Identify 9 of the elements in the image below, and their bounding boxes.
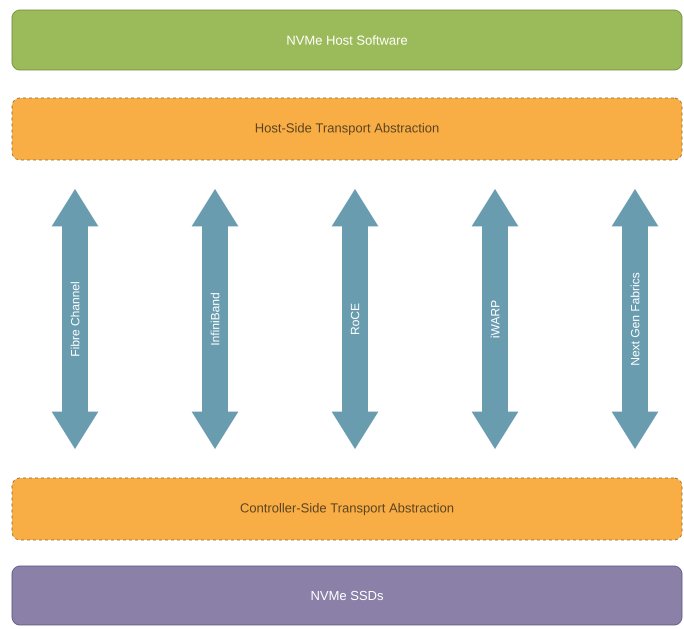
edge-label: Fibre Channel bbox=[70, 280, 80, 358]
edge-label: InfiniBand bbox=[210, 291, 220, 347]
edge-label: RoCE bbox=[350, 302, 360, 336]
layer-box: NVMe Host Software bbox=[12, 10, 682, 70]
layer-box: NVMe SSDs bbox=[12, 566, 682, 626]
transport-layer-box: Controller-Side Transport Abstraction bbox=[12, 478, 682, 540]
edge-label: iWARP bbox=[490, 298, 500, 340]
transport-layer-box: Host-Side Transport Abstraction bbox=[12, 98, 682, 160]
edge-label: Next Gen Fabrics bbox=[630, 271, 640, 367]
